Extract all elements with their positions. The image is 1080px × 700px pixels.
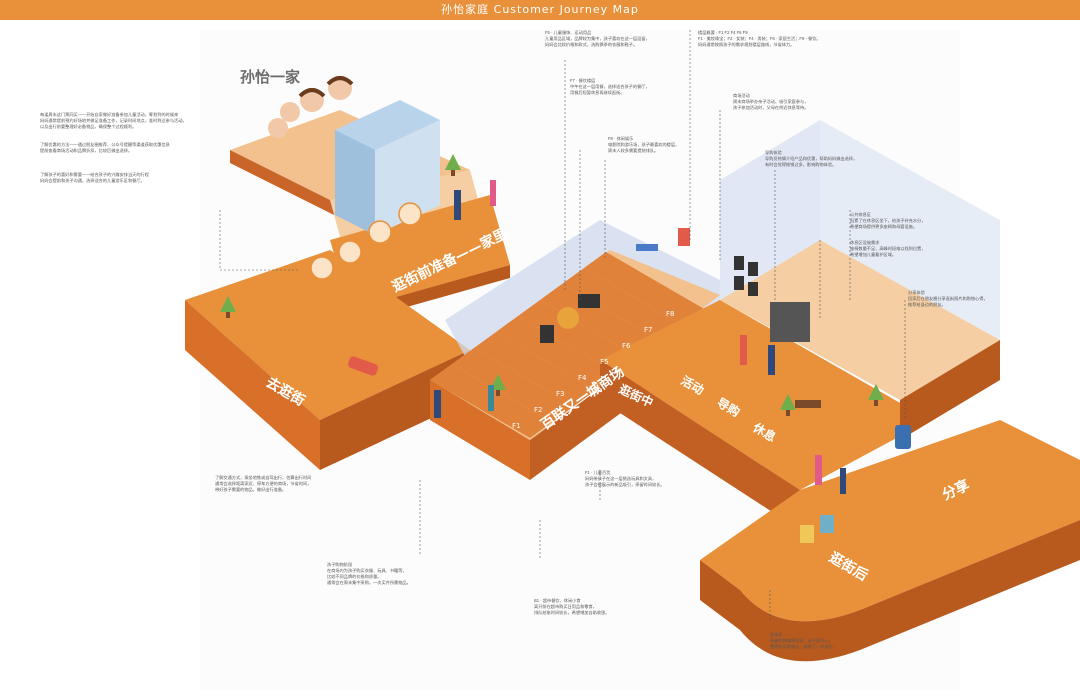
shopping-bag-icon-2 [820, 515, 834, 533]
gift-icon [368, 220, 392, 244]
note-rest: 公共休息区逛累了在休息区坐下，给孩子补充水分，希望商场提供更多座椅和母婴设施。 [850, 212, 926, 229]
floor-label: F5 [600, 358, 608, 366]
avatar-grandma [268, 118, 288, 138]
floor-label: F3 [556, 390, 564, 398]
after-ramp-side [700, 520, 1080, 662]
header-title-bar: 孙怡家庭 Customer Journey Map [0, 0, 1080, 20]
note-f1: F1 · 儿童百货妈妈带孩子在这一层挑选玩具和文具，孩子会被展示的新品吸引，停留… [585, 470, 665, 487]
picture-frames [734, 256, 758, 296]
note-share: 分享体验回家后在朋友圈分享逛街照片和购物心得，推荐给身边的朋友。 [908, 290, 988, 307]
avatar-mother [300, 88, 324, 112]
coupon-icon [338, 240, 362, 264]
store-building [335, 100, 440, 235]
person-street-2 [488, 385, 494, 411]
note-rest-facilities: 休息区设施需求座椅数量不足，高峰时段难以找到位置，希望增加儿童看护区域。 [850, 240, 926, 257]
floor-label: F4 [578, 374, 587, 382]
family-avatars [268, 76, 354, 138]
street-platform-side-left [185, 300, 320, 470]
floor-label: F2 [534, 406, 542, 414]
person-home-mom [490, 180, 496, 206]
mall-items [540, 228, 911, 543]
person-room-1 [740, 335, 747, 365]
stair-steps [430, 252, 706, 438]
person-after-1 [815, 455, 822, 485]
bench-icon [795, 400, 821, 408]
logo-icon [678, 228, 690, 246]
note-f8: F8 · 休闲娱乐电影院和游乐场，孩子最喜欢的楼层，周末人较多需要提前排队。 [608, 136, 680, 153]
note-kids-shopping: 孩子购物阶段在商场内为孩子购买衣服、玩具、书籍等，比较不同品牌的价格和质量。通常… [327, 562, 411, 585]
header-title: 孙怡家庭 Customer Journey Map [441, 3, 639, 16]
cabinet-icon [770, 302, 810, 342]
note-after: 逛街后带着购物成果回家，孩子很开心，整理购买的物品，规划下一次出行。 [770, 632, 838, 649]
home-icons [310, 202, 422, 280]
family-label: 孙怡一家 [240, 68, 301, 86]
after-ramp-top [700, 420, 1080, 622]
mall-left-side [430, 380, 530, 480]
note-go-shopping: 了解交通方式，乘坐地铁或自驾出行，估算出行时间通常会选择距离家近、停车方便的商场… [215, 475, 312, 492]
floor-label: F8 [666, 310, 674, 318]
during-walkway-side [600, 360, 800, 530]
avatar-child [280, 102, 300, 122]
note-guide: 导购体验导购员热情介绍产品和优惠，帮助妈妈做出选择，有时会觉得推销过多，影响购物… [765, 150, 858, 167]
note-home-2: 了解优惠的方法——通过朋友圈推荐、公众号提醒等渠道获取优惠信息提前查看商场活动和… [40, 142, 170, 153]
location-icon [398, 202, 422, 226]
stroller-icon [310, 256, 334, 280]
home-platform-side [230, 150, 360, 228]
person-room-2 [768, 345, 775, 375]
note-f7: F7 · 餐饮楼层中午在这一层用餐，选择适合孩子的餐厅，用餐后短暂休息再继续逛街… [570, 78, 650, 95]
note-b1: B1 · 超市餐饮、休闲小食离开前在超市购买日用品和零食，排队结账时间较长，希望… [534, 598, 610, 615]
room-front-edge [900, 340, 1000, 440]
person-home-dad [454, 190, 461, 220]
person-street-1 [434, 390, 441, 418]
note-home-1: 每逢周末这门票同买——开始自家做好准备参加儿童活动，筹划到的时候来妈妈通常提前预… [40, 112, 187, 129]
note-home-3: 了解孩子的喜好和需要——结合孩子的兴趣安排当天的行程妈妈会提前和孩子沟通，选择适… [40, 172, 149, 183]
floor-labels: F1 F2 F3 F4 F5 F6 F7 F8 [512, 310, 674, 430]
home-path-strip [330, 195, 510, 310]
note-activity: 商场活动周末商场举办亲子活动，吸引家庭参与，孩子参加活动时，父母在附近休息等待。 [733, 93, 809, 110]
floor-label: F7 [644, 326, 652, 334]
tablet-icon [895, 425, 911, 449]
car-icon [347, 356, 379, 376]
lion-icon [557, 307, 579, 329]
floor-label: F1 [512, 422, 520, 430]
person-after-2 [840, 468, 846, 494]
room-glass-wall [720, 120, 820, 300]
suit-icon [540, 325, 554, 343]
during-walkway-top [600, 300, 930, 490]
avatar-father [328, 76, 352, 100]
dumbbell-icon [636, 244, 658, 251]
shopping-bag-icon [800, 525, 814, 543]
street-platform-top [185, 250, 470, 420]
tv-icon [578, 294, 600, 308]
room-side-wall [820, 120, 1000, 340]
people-figures [434, 180, 846, 494]
leader-lines [219, 30, 906, 620]
note-f5: F5 · 儿童服饰、运动用品儿童用品区域，品牌较为集中，孩子喜欢在这一层逗留，妈… [545, 30, 650, 47]
floor-label: F6 [622, 342, 631, 350]
room-floor [720, 240, 1000, 400]
